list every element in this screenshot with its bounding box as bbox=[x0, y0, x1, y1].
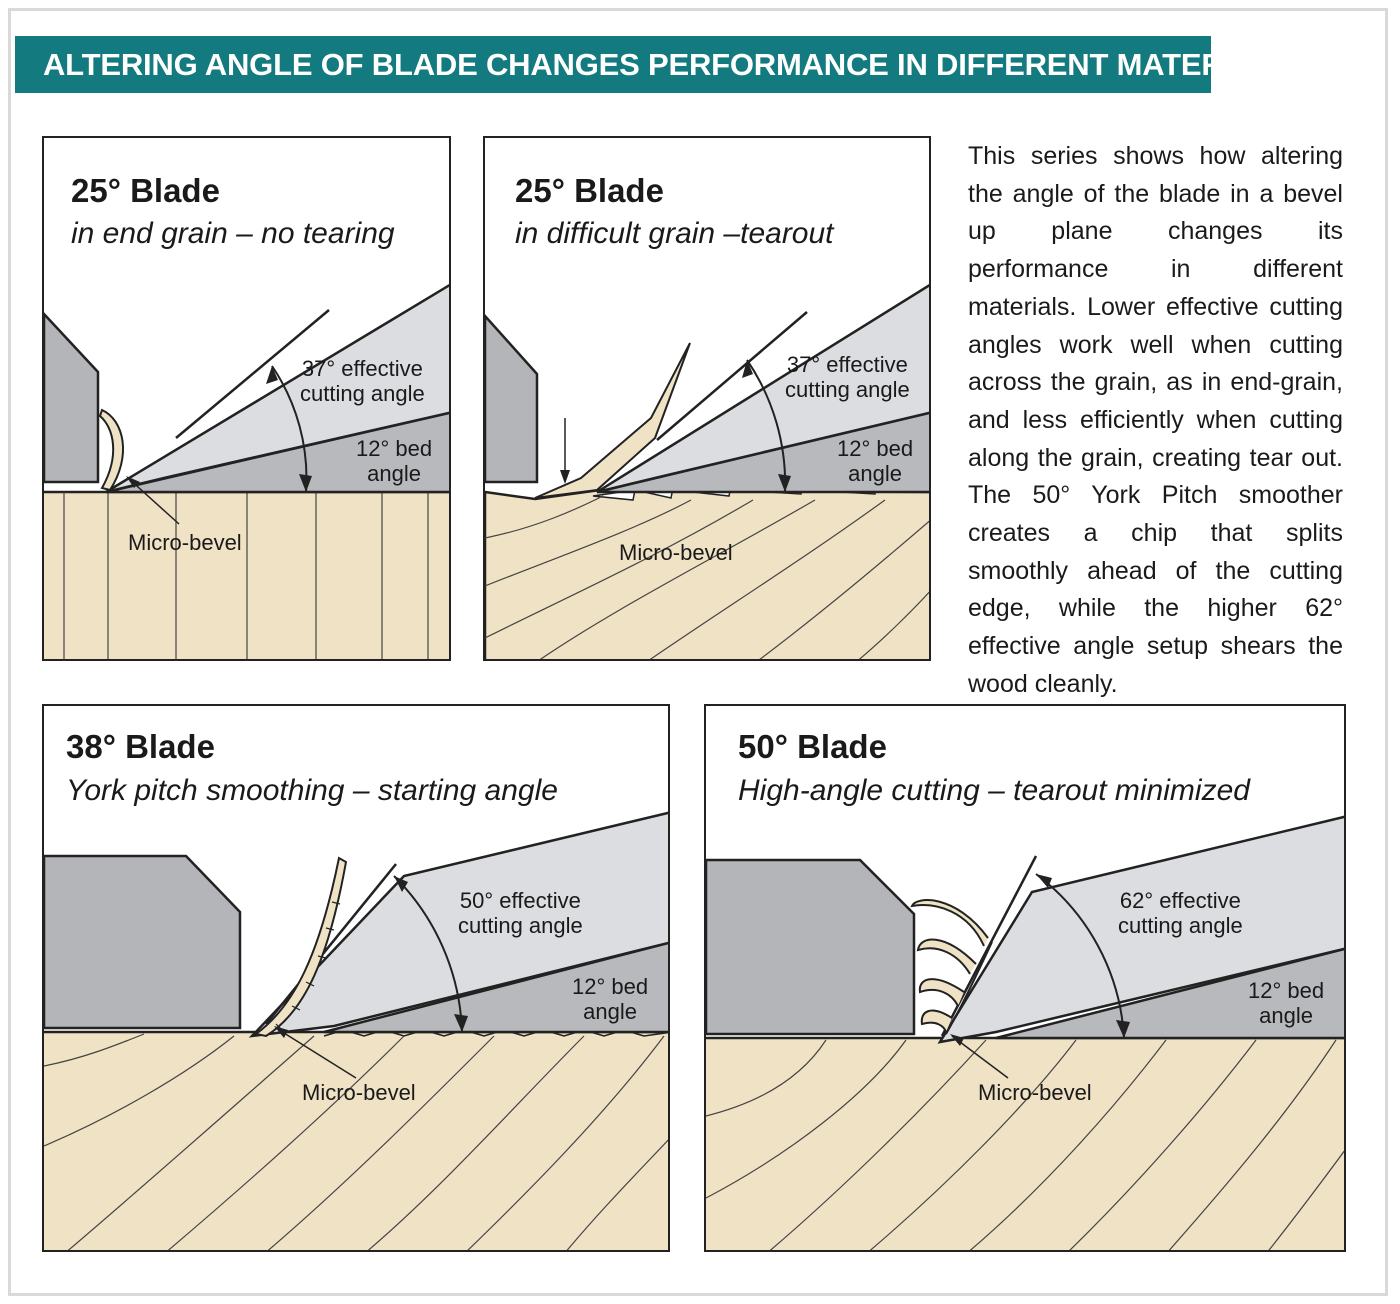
panel-subtitle: York pitch smoothing – starting angle bbox=[66, 774, 558, 807]
plane-sole-front bbox=[706, 858, 916, 1036]
panel-difficult-grain: 25° Blade in difficult grain –tearout 37… bbox=[483, 136, 931, 661]
plane-sole-front bbox=[44, 854, 242, 1030]
micro-bevel-label: Micro-bevel bbox=[978, 1080, 1092, 1105]
micro-bevel-leader bbox=[275, 1027, 357, 1079]
blade bbox=[937, 815, 1344, 1044]
wood-workpiece bbox=[706, 1038, 1344, 1250]
end-grain-shaving bbox=[98, 408, 124, 492]
curled-shaving bbox=[910, 899, 993, 1035]
tearout-chip bbox=[534, 342, 691, 499]
panel-subtitle: in end grain – no tearing bbox=[71, 217, 395, 250]
end-grain-lines bbox=[63, 492, 429, 659]
back-iron bbox=[175, 309, 330, 439]
plane-sole-front bbox=[44, 312, 100, 484]
panel-subtitle: High-angle cutting – tearout minimized bbox=[738, 774, 1250, 807]
panel-high-angle: 50° Blade High-angle cutting – tearout m… bbox=[704, 704, 1346, 1252]
panel-york-pitch: 38° Blade York pitch smoothing – startin… bbox=[42, 704, 670, 1252]
effective-angle-arc bbox=[393, 875, 463, 1033]
panel-title: 38° Blade bbox=[66, 728, 215, 765]
micro-bevel-label: Micro-bevel bbox=[619, 540, 733, 565]
bed-angle-label: 12° bed angle bbox=[572, 974, 649, 1024]
wood-workpiece bbox=[44, 1032, 668, 1250]
york-pitch-diagram bbox=[44, 811, 668, 1250]
bed-angle-label: 12° bed angle bbox=[356, 436, 433, 486]
back-iron bbox=[656, 311, 808, 441]
effective-angle-label: 37° effective cutting angle bbox=[785, 352, 910, 402]
blade bbox=[105, 283, 449, 494]
outer-frame bbox=[8, 8, 1388, 1296]
bed-wedge bbox=[323, 941, 668, 1034]
york-chip bbox=[253, 856, 348, 1038]
panel-title: 25° Blade bbox=[71, 172, 220, 209]
micro-bevel-leader bbox=[127, 477, 180, 525]
effective-angle-arc bbox=[1035, 873, 1125, 1039]
effective-angle-label: 37° effective cutting angle bbox=[300, 356, 425, 406]
micro-bevel-label: Micro-bevel bbox=[302, 1080, 416, 1105]
end-grain-diagram bbox=[44, 283, 449, 659]
bed-angle-label: 12° bed angle bbox=[837, 436, 914, 486]
high-angle-diagram bbox=[706, 815, 1344, 1250]
plane-sole-front bbox=[485, 314, 539, 484]
panel-end-grain: 25° Blade in end grain – no tearing 37° … bbox=[42, 136, 451, 661]
micro-bevel-label: Micro-bevel bbox=[128, 530, 242, 555]
effective-angle-label: 62° effective cutting angle bbox=[1118, 888, 1243, 938]
panel-title: 50° Blade bbox=[738, 728, 887, 765]
wood-workpiece bbox=[485, 488, 929, 659]
blade bbox=[248, 811, 668, 1038]
bed-angle-label: 12° bed angle bbox=[1248, 978, 1325, 1028]
wood-grain-lines bbox=[44, 1033, 668, 1250]
panel-title: 25° Blade bbox=[515, 172, 664, 209]
wood-grain-lines bbox=[485, 495, 929, 659]
bed-wedge bbox=[995, 947, 1344, 1040]
description-text: This series shows how altering the angle… bbox=[968, 142, 1343, 698]
effective-angle-label: 50° effective cutting angle bbox=[458, 888, 583, 938]
difficult-grain-diagram bbox=[485, 284, 929, 659]
page-title: ALTERING ANGLE OF BLADE CHANGES PERFORMA… bbox=[15, 36, 1211, 93]
back-iron bbox=[265, 863, 397, 1025]
panel-subtitle: in difficult grain –tearout bbox=[515, 217, 834, 250]
wood-grain-lines bbox=[706, 1039, 1344, 1250]
